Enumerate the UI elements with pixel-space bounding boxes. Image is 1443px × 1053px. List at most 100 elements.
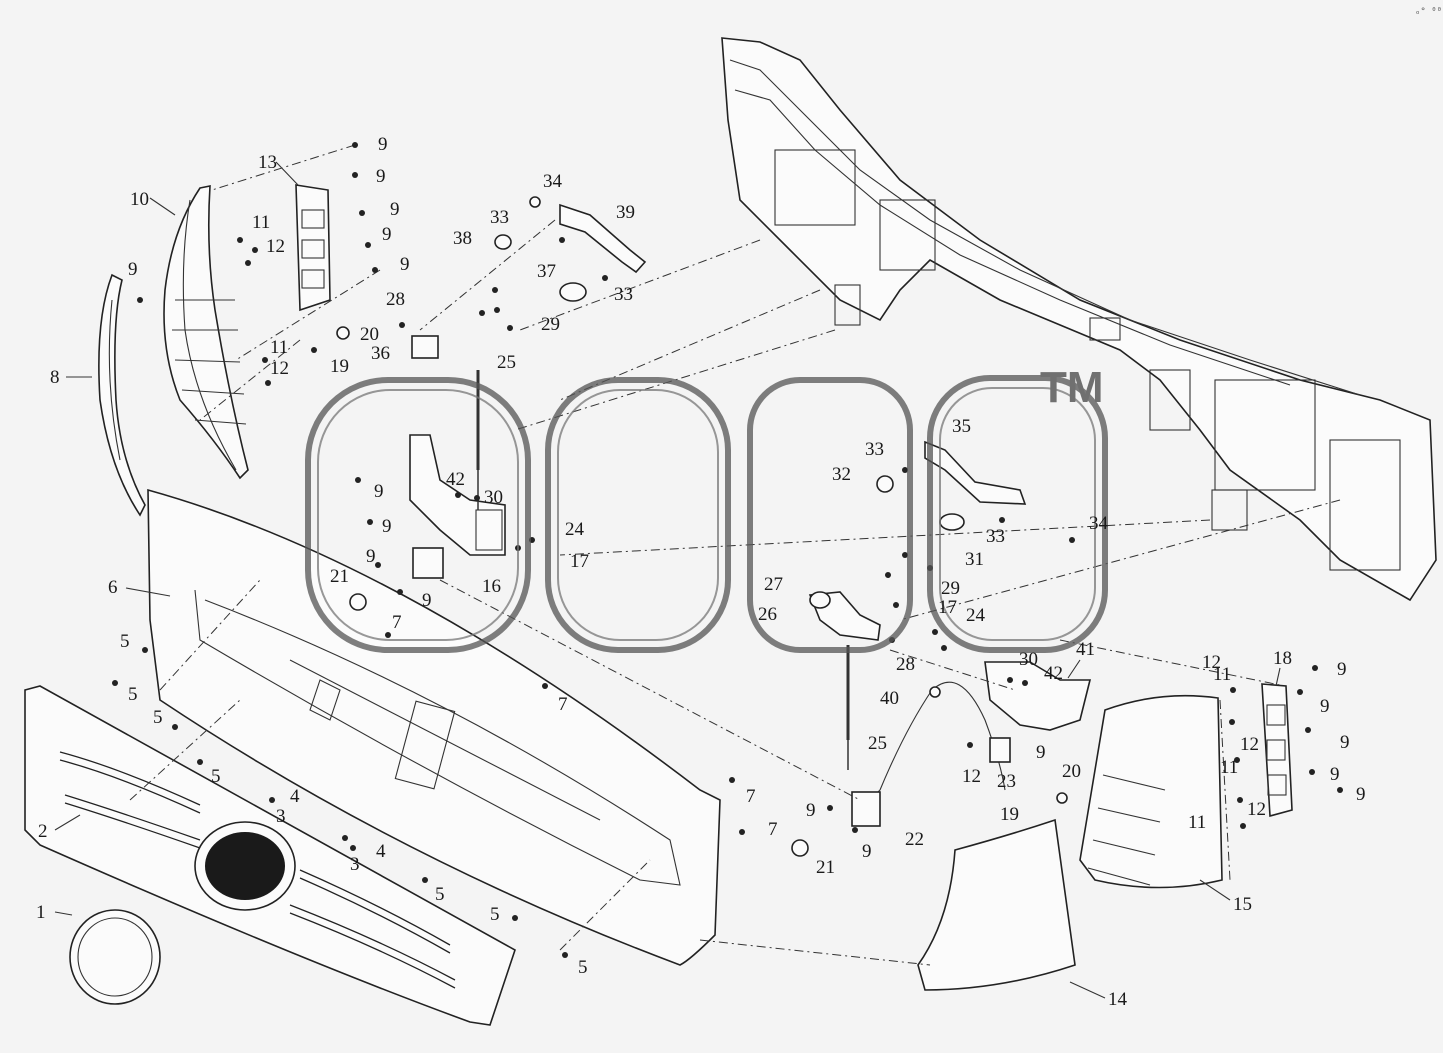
- cab-front-frame: [721, 37, 1437, 602]
- part-21-clip-left: [349, 593, 367, 611]
- callout-17: 17: [570, 551, 589, 572]
- callout-28: 28: [386, 289, 405, 310]
- callout-9: 9: [376, 166, 386, 187]
- callout-12: 12: [270, 358, 289, 379]
- callout-33: 33: [986, 526, 1005, 547]
- callout-29: 29: [541, 314, 560, 335]
- part-22-lock: [851, 791, 881, 827]
- part-31-cap: [939, 513, 965, 531]
- callout-12: 12: [962, 766, 981, 787]
- callout-9: 9: [1356, 784, 1366, 805]
- callout-23: 23: [997, 771, 1016, 792]
- part-34-screw-top: [529, 196, 541, 208]
- callout-9: 9: [1036, 742, 1046, 763]
- callout-35: 35: [952, 416, 971, 437]
- callout-9: 9: [1320, 696, 1330, 717]
- callout-5: 5: [435, 884, 445, 905]
- part-20-stud-left: [336, 326, 350, 340]
- callout-41: 41: [1076, 639, 1095, 660]
- callout-1: 1: [36, 902, 46, 923]
- part-32-cap: [876, 475, 894, 493]
- callout-9: 9: [374, 481, 384, 502]
- callout-9: 9: [1340, 732, 1350, 753]
- part-38-cap: [494, 234, 512, 250]
- callout-labels: 1 2 3 3 4 4 5 5 5 5 5 5 5 6 7 7 7 7 8 9 …: [36, 134, 1366, 1010]
- corner-mark: ₒ° ⁰⁰⁰: [1415, 7, 1443, 17]
- callout-30: 30: [1019, 649, 1038, 670]
- callout-7: 7: [768, 819, 778, 840]
- callout-42: 42: [446, 469, 465, 490]
- callout-11: 11: [252, 212, 270, 233]
- callout-40: 40: [880, 688, 899, 709]
- callout-24: 24: [966, 605, 986, 626]
- part-20-stud-right: [1056, 792, 1068, 804]
- callout-9: 9: [128, 259, 138, 280]
- callout-2: 2: [38, 821, 48, 842]
- callout-34: 34: [1089, 513, 1109, 534]
- callout-15: 15: [1233, 894, 1252, 915]
- callout-11: 11: [1213, 664, 1231, 685]
- part-26-hinge-bracket: [808, 591, 881, 641]
- part-36-hinge: [411, 335, 439, 359]
- part-10-side-deflector: [163, 185, 249, 480]
- callout-25: 25: [868, 733, 887, 754]
- callout-14: 14: [1108, 989, 1128, 1010]
- part-37-cap: [559, 282, 587, 302]
- callout-9: 9: [382, 224, 392, 245]
- callout-17: 17: [938, 597, 957, 618]
- callout-33: 33: [614, 284, 633, 305]
- part-14-corner-panel: [917, 818, 1076, 991]
- callout-12: 12: [1240, 734, 1259, 755]
- callout-26: 26: [758, 604, 777, 625]
- callout-3: 3: [350, 854, 360, 875]
- callout-33: 33: [490, 207, 509, 228]
- callout-5: 5: [153, 707, 163, 728]
- callout-20: 20: [1062, 761, 1081, 782]
- callout-5: 5: [120, 631, 130, 652]
- callout-6: 6: [108, 577, 118, 598]
- callout-3: 3: [276, 806, 286, 827]
- part-15-corner-panel: [1079, 694, 1223, 889]
- callout-12: 12: [1247, 799, 1266, 820]
- callout-36: 36: [371, 343, 390, 364]
- callout-11: 11: [270, 337, 288, 358]
- part-2-grille: [24, 685, 516, 1026]
- callout-22: 22: [905, 829, 924, 850]
- callout-29: 29: [941, 578, 960, 599]
- callout-4: 4: [290, 786, 300, 807]
- callout-9: 9: [366, 546, 376, 567]
- callout-42: 42: [1044, 663, 1063, 684]
- part-40-grommet: [929, 686, 941, 698]
- callout-9: 9: [400, 254, 410, 275]
- callout-39: 39: [616, 202, 635, 223]
- callout-9: 9: [422, 590, 432, 611]
- callout-37: 37: [537, 261, 556, 282]
- callout-33: 33: [865, 439, 884, 460]
- callout-9: 9: [806, 800, 816, 821]
- callout-9: 9: [1330, 764, 1340, 785]
- part-1-emblem-ring: [69, 909, 161, 1005]
- trademark-symbol: TM: [1040, 363, 1104, 412]
- part-40-release-cable: [859, 681, 1006, 811]
- part-18-bracket: [1261, 683, 1293, 818]
- callout-8: 8: [50, 367, 60, 388]
- small-parts: [336, 196, 1068, 857]
- part-39-grab-handle: [559, 203, 647, 274]
- part-6-bumper-panel: [147, 488, 721, 966]
- callout-12: 12: [1202, 652, 1221, 673]
- part-21-clip-right: [791, 839, 809, 857]
- callout-9: 9: [1337, 659, 1347, 680]
- callout-31: 31: [965, 549, 984, 570]
- callout-30: 30: [484, 487, 503, 508]
- callout-21: 21: [816, 857, 835, 878]
- callout-21: 21: [330, 566, 349, 587]
- part-42-plate: [412, 547, 444, 579]
- callout-27: 27: [764, 574, 783, 595]
- callout-7: 7: [558, 694, 568, 715]
- callout-9: 9: [378, 134, 388, 155]
- callout-10: 10: [130, 189, 149, 210]
- part-8-side-strip: [98, 273, 146, 517]
- part-13-bracket: [295, 184, 331, 312]
- part-41-bracket: [984, 661, 1092, 731]
- callout-18: 18: [1273, 648, 1292, 669]
